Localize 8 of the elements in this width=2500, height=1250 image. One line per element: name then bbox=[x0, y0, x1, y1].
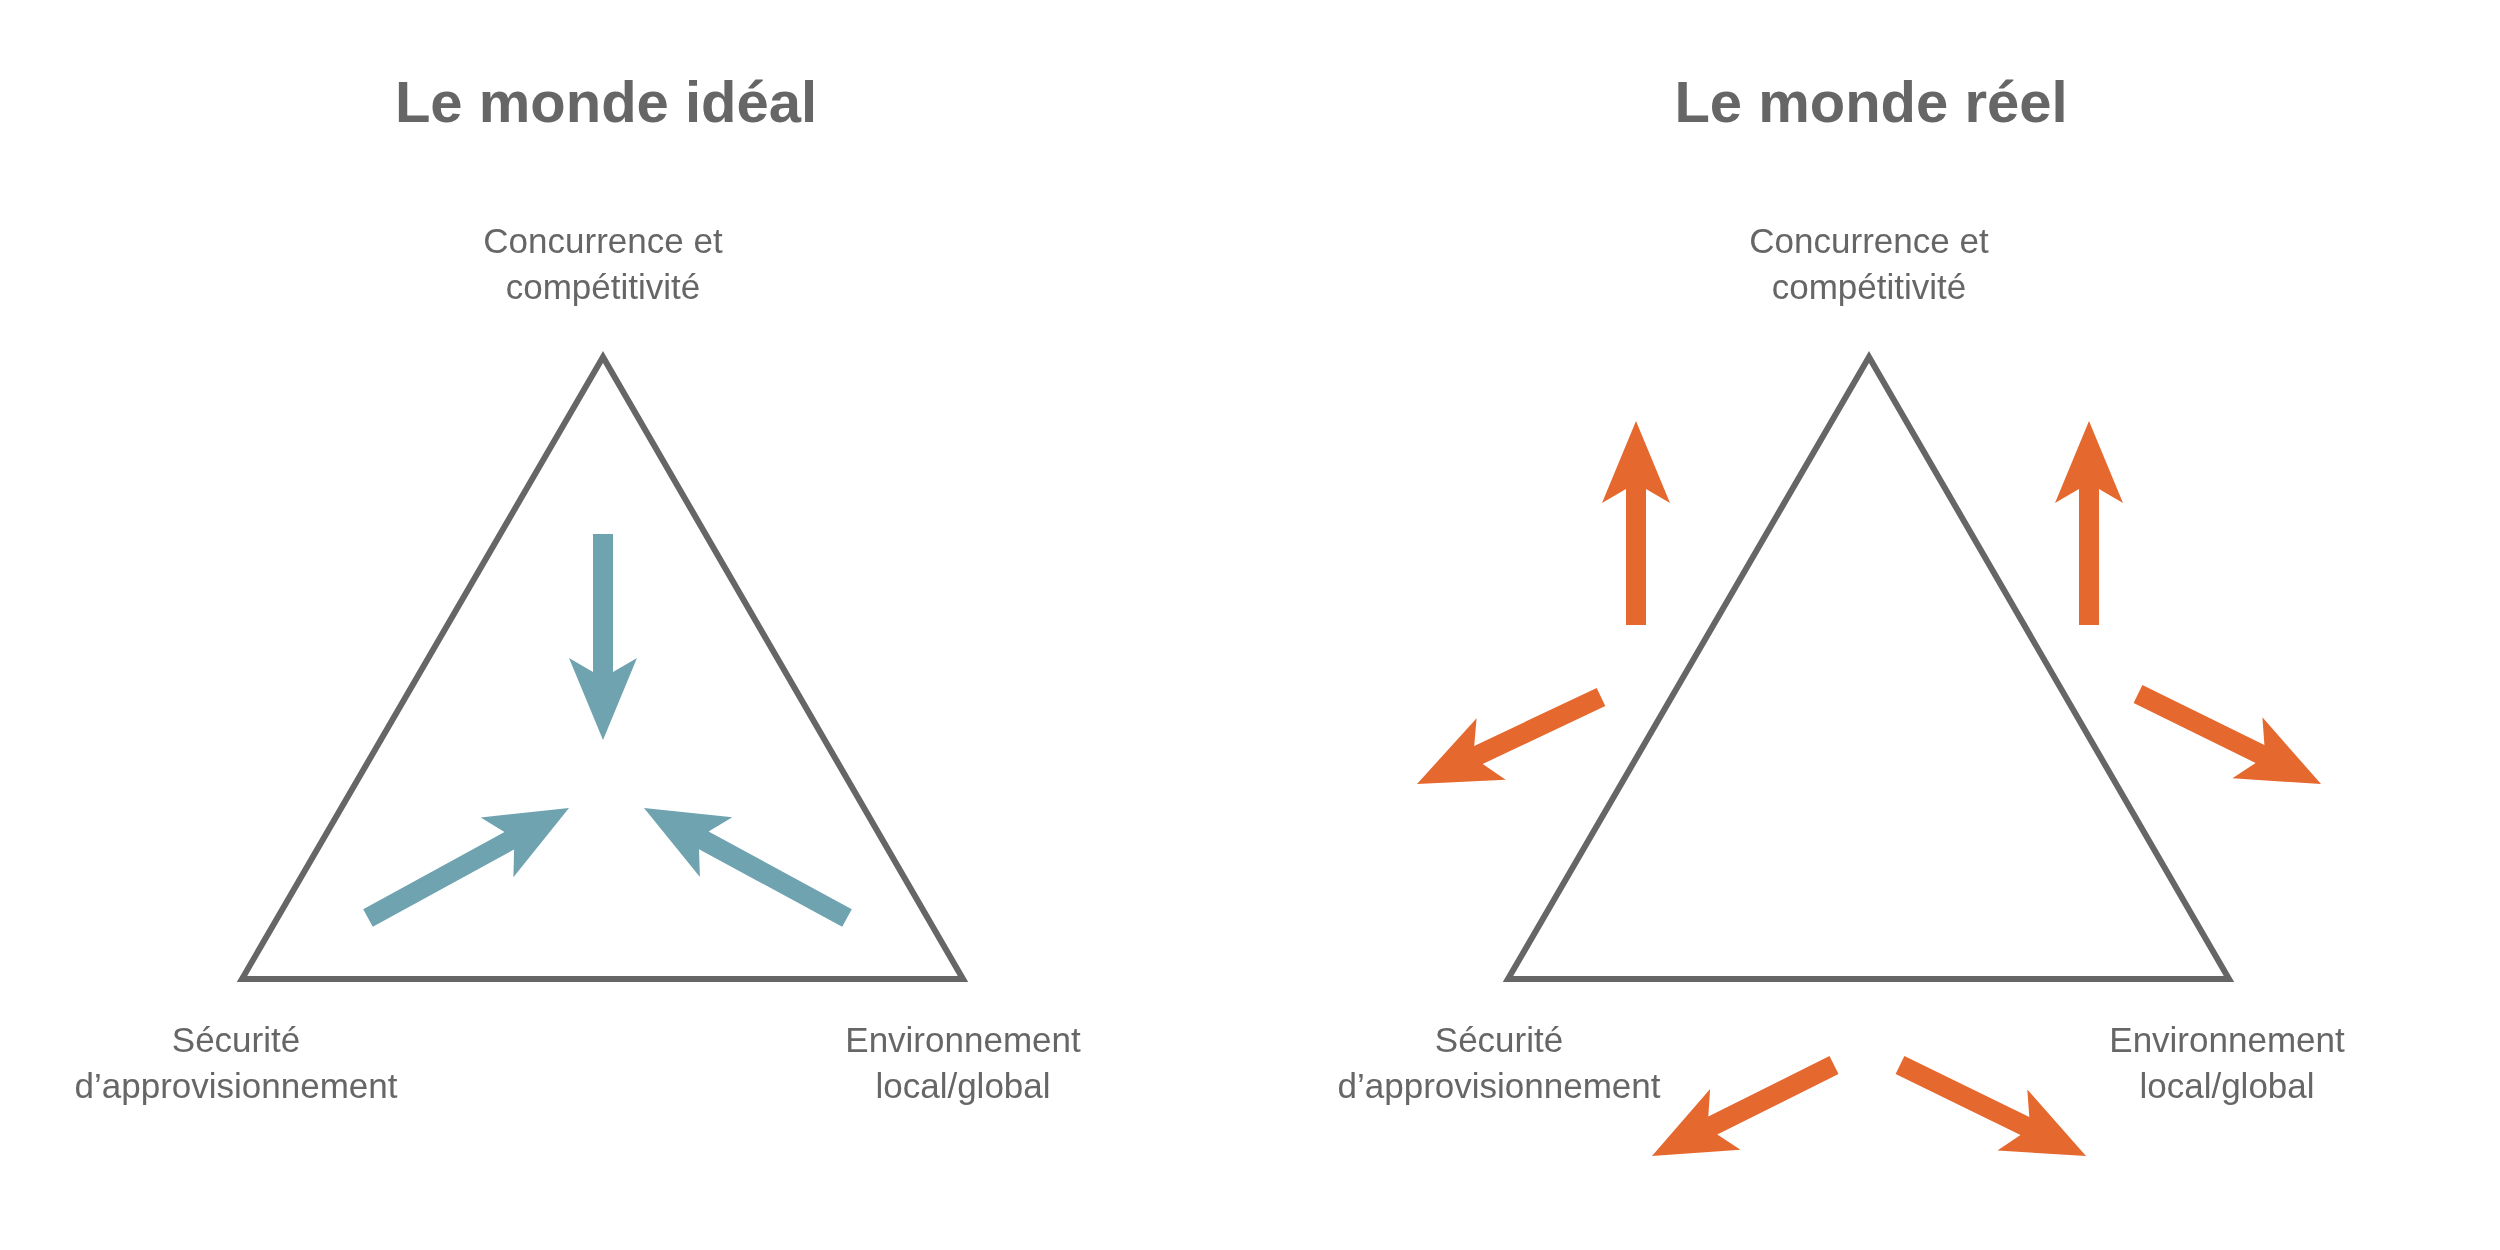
heading: Le monde idéal bbox=[394, 68, 818, 135]
vertex-label: Concurrence et compétitivité bbox=[1748, 220, 1990, 308]
vertex-label: Concurrence et compétitivité bbox=[482, 220, 724, 308]
vertex-label: Environnement local/global bbox=[844, 1019, 1082, 1107]
vertex-label: Environnement local/global bbox=[2108, 1019, 2346, 1107]
heading: Le monde réel bbox=[1674, 68, 2068, 135]
vertex-label: Sécurité d’approvisionnement bbox=[73, 1019, 399, 1107]
vertex-label: Sécurité d’approvisionnement bbox=[1336, 1019, 1662, 1107]
